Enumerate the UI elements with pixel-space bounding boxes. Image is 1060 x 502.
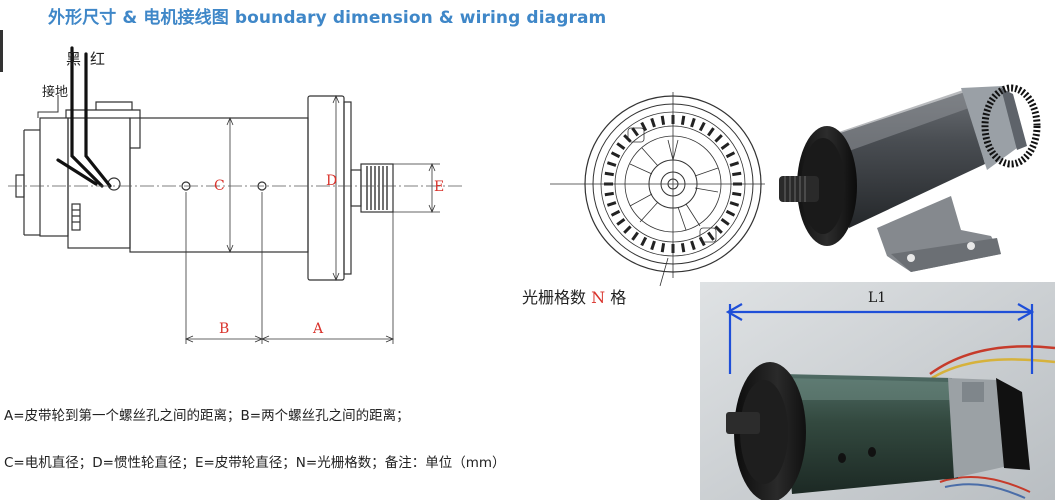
- encoder-slot: [714, 225, 723, 234]
- dim-e-label: E: [434, 179, 444, 195]
- encoder-slot: [631, 231, 639, 241]
- encoder-slot: [707, 231, 715, 241]
- encoder-slot: [680, 115, 686, 125]
- encoder-slot: [604, 191, 614, 197]
- encoder-slot: [698, 236, 706, 247]
- encoder-label-prefix: 光栅格数: [522, 288, 587, 307]
- wire-red-label: 红: [90, 50, 105, 68]
- dim-c-label: C: [214, 178, 225, 194]
- note-line-1: A=皮带轮到第一个螺丝孔之间的距离；B=两个螺丝孔之间的距离；: [4, 408, 410, 424]
- dim-b-label: B: [219, 321, 229, 337]
- encoder-slot: [714, 134, 723, 143]
- encoder-slot: [610, 209, 621, 217]
- motor-photo-bottom: L1: [700, 282, 1055, 500]
- left-edge-mark: [0, 30, 3, 72]
- encoder-slot: [680, 243, 686, 253]
- encoder-slot: [640, 236, 648, 247]
- encoder-label: 光栅格数 N 格: [522, 284, 626, 308]
- encoder-slot: [729, 201, 740, 207]
- dim-a-label: A: [312, 321, 324, 337]
- encoder-label-suffix: 格: [610, 288, 627, 307]
- encoder-slot: [725, 151, 736, 159]
- encoder-slot: [698, 121, 706, 132]
- encoder-slot: [732, 191, 742, 197]
- encoder-slot: [660, 115, 666, 125]
- encoder-slot: [640, 121, 648, 132]
- wire-black-label: 黑: [66, 50, 81, 68]
- encoder-slot: [650, 117, 656, 128]
- encoder-slot: [623, 225, 632, 234]
- encoder-slot: [616, 142, 626, 150]
- encoder-slot: [631, 127, 639, 137]
- encoder-slot: [650, 240, 656, 251]
- encoder-slot: [720, 142, 730, 150]
- motor-photo-top: [765, 78, 1055, 288]
- encoder-slot: [606, 161, 617, 167]
- encoder-disk-diagram: [550, 92, 772, 287]
- encoder-slot: [610, 151, 621, 159]
- encoder-slot: [707, 127, 715, 137]
- dim-d-label: D: [326, 173, 337, 189]
- encoder-slot: [616, 218, 626, 226]
- encoder-slot: [660, 243, 666, 253]
- encoder-slot: [623, 134, 632, 143]
- motor-dimension-drawing: 黑 红 接地 C D E B A: [8, 46, 462, 344]
- encoder-slot: [606, 201, 617, 207]
- encoder-slot: [729, 161, 740, 167]
- encoder-slot: [732, 171, 742, 177]
- encoder-slot: [604, 171, 614, 177]
- encoder-slot: [690, 240, 696, 251]
- encoder-label-n: N: [591, 288, 606, 307]
- page-title: 外形尺寸 & 电机接线图 boundary dimension & wiring…: [48, 8, 607, 28]
- encoder-slot: [690, 117, 696, 128]
- ground-label: 接地: [42, 84, 68, 100]
- dim-l1-label: L1: [868, 290, 886, 306]
- note-line-2: C=电机直径；D=惯性轮直径；E=皮带轮直径；N=光栅格数；备注：单位（mm）: [4, 455, 506, 471]
- encoder-slot: [720, 218, 730, 226]
- encoder-slot: [725, 209, 736, 217]
